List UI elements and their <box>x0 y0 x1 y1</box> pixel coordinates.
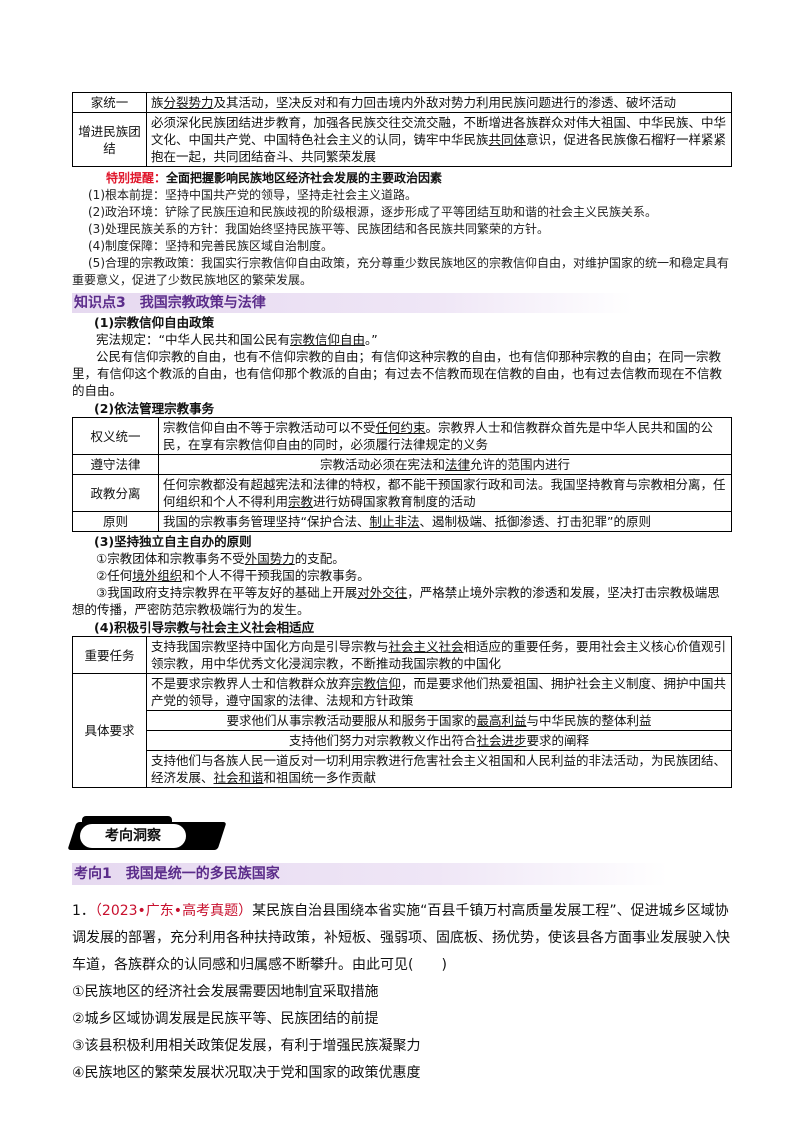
question-option: ③该县积极利用相关政策促发展，有利于增强民族凝聚力 <box>72 1038 421 1054</box>
religion-management-table: 权义统一 宗教信仰自由不等于宗教活动可以不受任何约束。宗教界人士和信教群众首先是… <box>72 417 732 532</box>
adaptation-table: 重要任务 支持我国宗教坚持中国化方向是引导宗教与社会主义社会相适应的重要任务，要… <box>72 636 732 788</box>
table-row: 原则 我国的宗教事务管理坚持“保护合法、制止非法、遏制极端、抵御渗透、打击犯罪”… <box>72 511 732 532</box>
reminder-item: (2)政治环境：铲除了民族压迫和民族歧视的阶级根源，逐步形成了平等团结互助和谐的… <box>88 205 658 219</box>
table-row: 重要任务 支持我国宗教坚持中国化方向是引导宗教与社会主义社会相适应的重要任务，要… <box>72 636 732 674</box>
row-label: 遵守法律 <box>72 454 159 475</box>
special-reminder: 特别提醒：全面把握影响民族地区经济社会发展的主要政治因素 (1)根本前提：坚持中… <box>72 170 732 289</box>
reminder-item: (3)处理民族关系的方针：我国始终坚持民族平等、民族团结和各民族共同繁荣的方针。 <box>88 222 550 236</box>
row-label: 重要任务 <box>72 636 147 674</box>
table-row: 支持他们与各族人民一道反对一切利用宗教进行危害社会主义祖国和人民利益的非法活动，… <box>73 750 732 788</box>
section-banner: 考向洞察 <box>67 814 227 852</box>
reminder-item: (4)制度保障：坚持和完善民族区域自治制度。 <box>88 239 333 253</box>
reminder-title: 特别提醒：全面把握影响民族地区经济社会发展的主要政治因素 <box>106 171 443 185</box>
row-label: 权义统一 <box>72 417 159 455</box>
row-label: 增进民族团结 <box>72 112 147 167</box>
table-row: 权义统一 宗教信仰自由不等于宗教活动可以不受任何约束。宗教界人士和信教群众首先是… <box>72 417 732 455</box>
row-label: 具体要求 <box>72 673 147 788</box>
banner-label: 考向洞察 <box>80 824 186 848</box>
table-row: 增进民族团结 必须深化民族团结进步教育，加强各民族交往交流交融，不断增进各族群众… <box>72 112 732 167</box>
table-row: 支持他们努力对宗教教义作出符合社会进步要求的阐释 <box>73 730 732 751</box>
subsection-title: (3)坚持独立自主自办的原则 <box>94 534 252 549</box>
reminder-item: (5)合理的宗教政策：我国实行宗教信仰自由政策，充分尊重少数民族地区的宗教信仰自… <box>72 256 730 287</box>
subsection-title: (2)依法管理宗教事务 <box>94 401 215 416</box>
principle-item: ②任何境外组织和个人不得干预我国的宗教事务。 <box>96 568 370 583</box>
freedom-paragraph: 公民有信仰宗教的自由，也有不信仰宗教的自由；有信仰这种宗教的自由，也有信仰那种宗… <box>72 349 723 398</box>
row-content: 宗教活动必须在宪法和法律允许的范围内进行 <box>158 454 732 475</box>
row-label: 家统一 <box>72 92 147 113</box>
document-body: 家统一 族分裂势力及其活动，坚决反对和有力回击境内外敌对势力利用民族问题进行的渗… <box>72 92 732 788</box>
knowledge-point-heading: 知识点3 我国宗教政策与法律 <box>72 293 732 313</box>
table-row: 家统一 族分裂势力及其活动，坚决反对和有力回击境内外敌对势力利用民族问题进行的渗… <box>72 92 732 113</box>
row-content: 支持我国宗教坚持中国化方向是引导宗教与社会主义社会相适应的重要任务，要用社会主义… <box>146 636 732 674</box>
row-content: 支持他们与各族人民一道反对一切利用宗教进行危害社会主义祖国和人民利益的非法活动，… <box>146 750 732 788</box>
row-content: 要求他们从事宗教活动要服从和服务于国家的最高利益与中华民族的整体利益 <box>146 710 732 731</box>
constitution-clause: 宪法规定：“中华人民共和国公民有宗教信仰自由。” <box>96 332 378 347</box>
principle-item: ①宗教团体和宗教事务不受外国势力的支配。 <box>96 551 345 566</box>
row-content: 宗教信仰自由不等于宗教活动可以不受任何约束。宗教界人士和信教群众首先是中华人民共… <box>158 417 732 455</box>
row-content: 不是要求宗教界人士和信教群众放弃宗教信仰，而是要求他们热爱祖国、拥护社会主义制度… <box>146 673 732 711</box>
banner-tab-shape <box>82 816 172 824</box>
subsection-title: (4)积极引导宗教与社会主义社会相适应 <box>94 620 315 635</box>
row-content: 任何宗教都没有超越宪法和法律的特权，都不能干预国家行政和司法。我国坚持教育与宗教… <box>158 474 732 512</box>
row-content: 必须深化民族团结进步教育，加强各民族交往交流交融，不断增进各族群众对伟大祖国、中… <box>146 112 732 167</box>
row-label: 政教分离 <box>72 474 159 512</box>
principle-item: ③我国政府支持宗教界在平等友好的基础上开展对外交往，严格禁止境外宗教的渗透和发展… <box>72 585 720 617</box>
table-row: 要求他们从事宗教活动要服从和服务于国家的最高利益与中华民族的整体利益 <box>73 710 732 731</box>
reminder-item: (1)根本前提：坚持中国共产党的领导，坚持走社会主义道路。 <box>88 188 418 202</box>
question-option: ④民族地区的繁荣发展状况取决于党和国家的政策优惠度 <box>72 1065 421 1081</box>
question-block: 1．（2023•广东•高考真题）某民族自治县围绕本省实施“百县千镇万村高质量发展… <box>72 898 732 1087</box>
row-content: 我国的宗教事务管理坚持“保护合法、制止非法、遏制极端、抵御渗透、打击犯罪”的原则 <box>158 511 732 532</box>
table-row: 具体要求 不是要求宗教界人士和信教群众放弃宗教信仰，而是要求他们热爱祖国、拥护社… <box>72 673 732 788</box>
ethnic-table: 家统一 族分裂势力及其活动，坚决反对和有力回击境内外敌对势力利用民族问题进行的渗… <box>72 92 732 167</box>
row-label: 原则 <box>72 511 159 532</box>
question-option: ②城乡区域协调发展是民族平等、民族团结的前提 <box>72 1011 379 1027</box>
row-content: 族分裂势力及其活动，坚决反对和有力回击境内外敌对势力利用民族问题进行的渗透、破坏… <box>146 92 732 113</box>
question-stem: 1．（2023•广东•高考真题）某民族自治县围绕本省实施“百县千镇万村高质量发展… <box>72 903 730 973</box>
table-row: 政教分离 任何宗教都没有超越宪法和法律的特权，都不能干预国家行政和司法。我国坚持… <box>72 474 732 512</box>
subsection-title: (1)宗教信仰自由政策 <box>94 315 215 330</box>
row-content: 支持他们努力对宗教教义作出符合社会进步要求的阐释 <box>146 730 732 751</box>
table-row: 遵守法律 宗教活动必须在宪法和法律允许的范围内进行 <box>72 454 732 475</box>
question-option: ①民族地区的经济社会发展需要因地制宜采取措施 <box>72 984 379 1000</box>
exam-direction-heading: 考向1 我国是统一的多民族国家 <box>72 863 734 885</box>
